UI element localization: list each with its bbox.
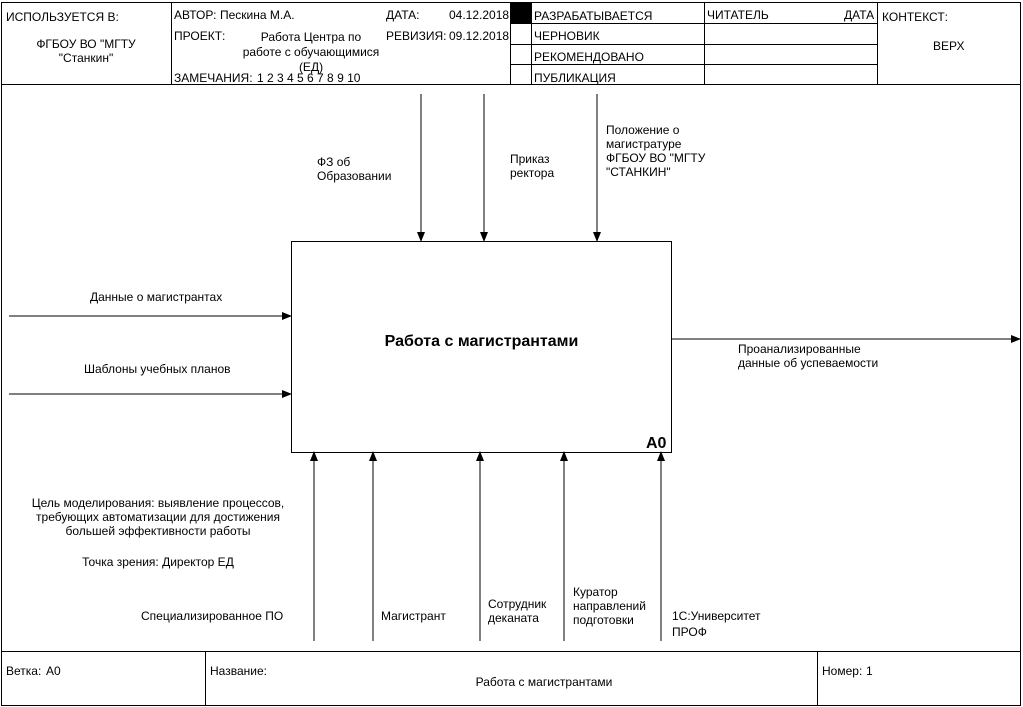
- mechanism-label-3: Сотрудник деканата: [488, 597, 547, 625]
- reader-date-label: ДАТА: [844, 8, 875, 22]
- mechanism-label-5: 1С:Университет ПРОФ: [672, 609, 761, 639]
- activity-node-id: A0: [646, 435, 667, 452]
- number-value: 1: [866, 664, 873, 678]
- project-label: ПРОЕКТ:: [174, 29, 226, 43]
- status-draft: ЧЕРНОВИК: [534, 29, 600, 43]
- date-value: 04.12.2018: [449, 8, 510, 22]
- used-in-label: ИСПОЛЬЗУЕТСЯ В:: [6, 10, 119, 24]
- mechanism-label-1: Специализированное ПО: [141, 609, 284, 623]
- mechanism-label-2: Магистрант: [381, 609, 446, 623]
- context-label: КОНТЕКСТ:: [882, 10, 948, 24]
- used-in-value: ФГБОУ ВО "МГТУ "Станкин": [36, 37, 136, 65]
- number-label: Номер:: [822, 664, 863, 678]
- context-value: ВЕРХ: [933, 39, 965, 53]
- author-value: Пескина М.А.: [220, 8, 295, 22]
- status-publication: ПУБЛИКАЦИЯ: [534, 71, 616, 85]
- activity-title: Работа с магистрантами: [384, 333, 579, 350]
- control-label-1: ФЗ об Образовании: [317, 155, 392, 183]
- node-label: Ветка:: [6, 664, 42, 678]
- author-label: АВТОР:: [174, 8, 217, 22]
- status-recommended: РЕКОМЕНДОВАНО: [534, 50, 644, 64]
- revision-label: РЕВИЗИЯ:: [386, 29, 447, 43]
- viewpoint-text: Точка зрения: Директор ЕД: [82, 555, 234, 569]
- control-label-2: Приказ ректора: [510, 152, 555, 180]
- mechanism-label-4: Куратор направлений подготовки: [573, 585, 646, 627]
- input-label-2: Шаблоны учебных планов: [84, 362, 231, 376]
- reader-label: ЧИТАТЕЛЬ: [707, 8, 769, 22]
- notes-label: ЗАМЕЧАНИЯ:: [174, 71, 253, 85]
- input-label-1: Данные о магистрантах: [90, 290, 223, 304]
- title-value: Работа с магистрантами: [475, 675, 613, 689]
- revision-value: 09.12.2018: [449, 29, 510, 43]
- status-marker: [511, 3, 531, 23]
- output-label: Проанализированные данные об успеваемост…: [738, 342, 879, 370]
- title-label: Название:: [210, 664, 267, 678]
- project-value: Работа Центра по работе с обучающимися (…: [242, 30, 380, 74]
- control-label-3: Положение о магистратуре ФГБОУ ВО "МГТУ …: [606, 123, 706, 179]
- notes-value: 1 2 3 4 5 6 7 8 9 10: [257, 71, 361, 85]
- node-value: A0: [46, 664, 61, 678]
- date-label: ДАТА:: [386, 8, 420, 22]
- purpose-text: Цель моделирования: выявление процессов,…: [31, 496, 285, 538]
- status-developing: РАЗРАБАТЫВАЕТСЯ: [534, 9, 653, 23]
